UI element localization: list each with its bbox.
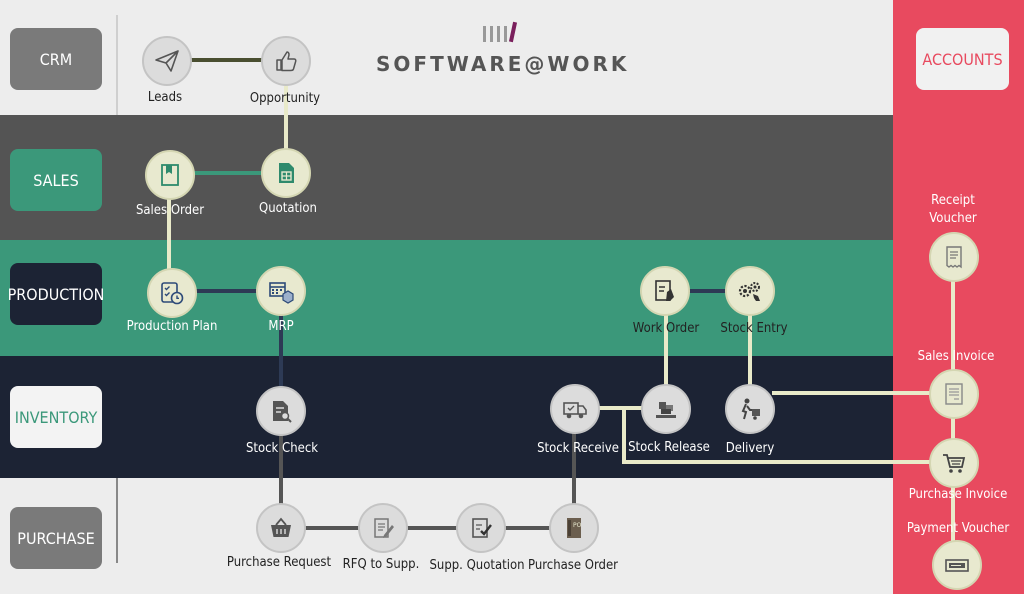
- checklist-clock-icon: [161, 282, 184, 305]
- stock-release-label: Stock Release: [628, 440, 710, 455]
- spreadsheet-icon: [279, 163, 294, 183]
- purchase-band: [0, 478, 893, 594]
- calendar-box-icon: [269, 282, 294, 304]
- stock-check-node[interactable]: [256, 386, 306, 436]
- leads-label: Leads: [147, 90, 183, 105]
- receipt-voucher-label: Receipt Voucher: [929, 193, 977, 226]
- doc-pencil-icon: [374, 518, 394, 538]
- sales-order-label: Sales Order: [135, 203, 205, 218]
- basket-icon: [271, 517, 291, 537]
- production-plan-label: Production Plan: [126, 319, 218, 334]
- po-binder-icon: PO: [567, 518, 582, 538]
- purchase-invoice-label: Purchase Invoice: [908, 487, 1008, 502]
- connector-stockreceive-purchaseinvoice: [622, 406, 930, 464]
- stock-check-label: Stock Check: [245, 441, 319, 456]
- crm-module-label: CRM: [39, 49, 73, 69]
- production-module-label: PRODUCTION: [7, 284, 105, 304]
- receipt-icon: [946, 246, 962, 269]
- bookmark-doc-icon: [161, 164, 179, 186]
- purchase-order-node[interactable]: PO: [549, 503, 599, 553]
- inventory-module-label: INVENTORY: [14, 407, 98, 427]
- stock-entry-node[interactable]: [725, 266, 775, 316]
- purchase-request-node[interactable]: [256, 503, 306, 553]
- accounts-module-button[interactable]: ACCOUNTS: [916, 28, 1009, 90]
- purchase-module-label: PURCHASE: [17, 528, 95, 548]
- payment-voucher-node[interactable]: [932, 540, 982, 590]
- purchase-module-button[interactable]: PURCHASE: [10, 507, 102, 569]
- thumbs-up-icon: [276, 51, 297, 72]
- work-order-node[interactable]: [640, 266, 690, 316]
- supp-quotation-node[interactable]: [456, 503, 506, 553]
- opportunity-node[interactable]: [261, 36, 311, 86]
- purchase-request-label: Purchase Request: [226, 555, 332, 570]
- mrp-label: MRP: [268, 319, 294, 334]
- column-divider: [116, 478, 118, 563]
- cart-icon: [943, 454, 966, 473]
- accounts-band: [893, 0, 1024, 594]
- receipt-voucher-node[interactable]: [929, 232, 979, 282]
- check-voucher-icon: [945, 559, 969, 572]
- purchase-order-label: Purchase Order: [528, 558, 618, 573]
- supp-quotation-label: Supp. Quotation: [429, 558, 525, 573]
- accounts-module-label: ACCOUNTS: [922, 49, 1003, 69]
- svg-text:PO: PO: [573, 522, 582, 529]
- opportunity-label: Opportunity: [249, 91, 321, 106]
- pallet-icon: [656, 402, 676, 418]
- stock-entry-label: Stock Entry: [720, 321, 788, 336]
- sales-order-node[interactable]: [145, 150, 195, 200]
- stock-release-node[interactable]: [641, 384, 691, 434]
- delivery-label: Delivery: [725, 441, 775, 456]
- doc-search-icon: [273, 401, 292, 423]
- mrp-node[interactable]: [256, 266, 306, 316]
- stock-receive-node[interactable]: [550, 384, 600, 434]
- sales-module-label: SALES: [33, 170, 79, 190]
- payment-voucher-label: Payment Voucher: [906, 521, 1010, 536]
- doc-check-icon: [472, 518, 492, 538]
- truck-icon: [563, 402, 587, 419]
- crm-module-button[interactable]: CRM: [10, 28, 102, 90]
- stock-receive-label: Stock Receive: [537, 441, 619, 456]
- production-plan-node[interactable]: [147, 268, 197, 318]
- brand-name: SOFTWARE@WORK: [376, 52, 630, 76]
- logo-bars-icon: [483, 21, 518, 43]
- gears-icon: [738, 282, 760, 301]
- paper-plane-icon: [155, 50, 179, 72]
- sales-module-button[interactable]: SALES: [10, 149, 102, 211]
- delivery-node[interactable]: [725, 384, 775, 434]
- production-module-button[interactable]: PRODUCTION: [7, 263, 105, 325]
- quotation-label: Quotation: [259, 201, 317, 216]
- quotation-node[interactable]: [261, 148, 311, 198]
- work-order-label: Work Order: [632, 321, 700, 336]
- inventory-module-button[interactable]: INVENTORY: [10, 386, 102, 448]
- invoice-icon: [945, 383, 963, 405]
- clipboard-hand-icon: [655, 280, 674, 301]
- column-divider: [116, 15, 118, 115]
- sales-invoice-label: Sales Invoice: [917, 349, 995, 364]
- purchase-invoice-node[interactable]: [929, 438, 979, 488]
- sales-invoice-node[interactable]: [929, 369, 979, 419]
- rfq-to-supp-node[interactable]: [358, 503, 408, 553]
- rfq-to-supp-label: RFQ to Supp.: [342, 557, 420, 572]
- leads-node[interactable]: [142, 36, 192, 86]
- hand-truck-icon: [741, 398, 760, 420]
- brand-logo: SOFTWARE@WORK: [376, 20, 630, 80]
